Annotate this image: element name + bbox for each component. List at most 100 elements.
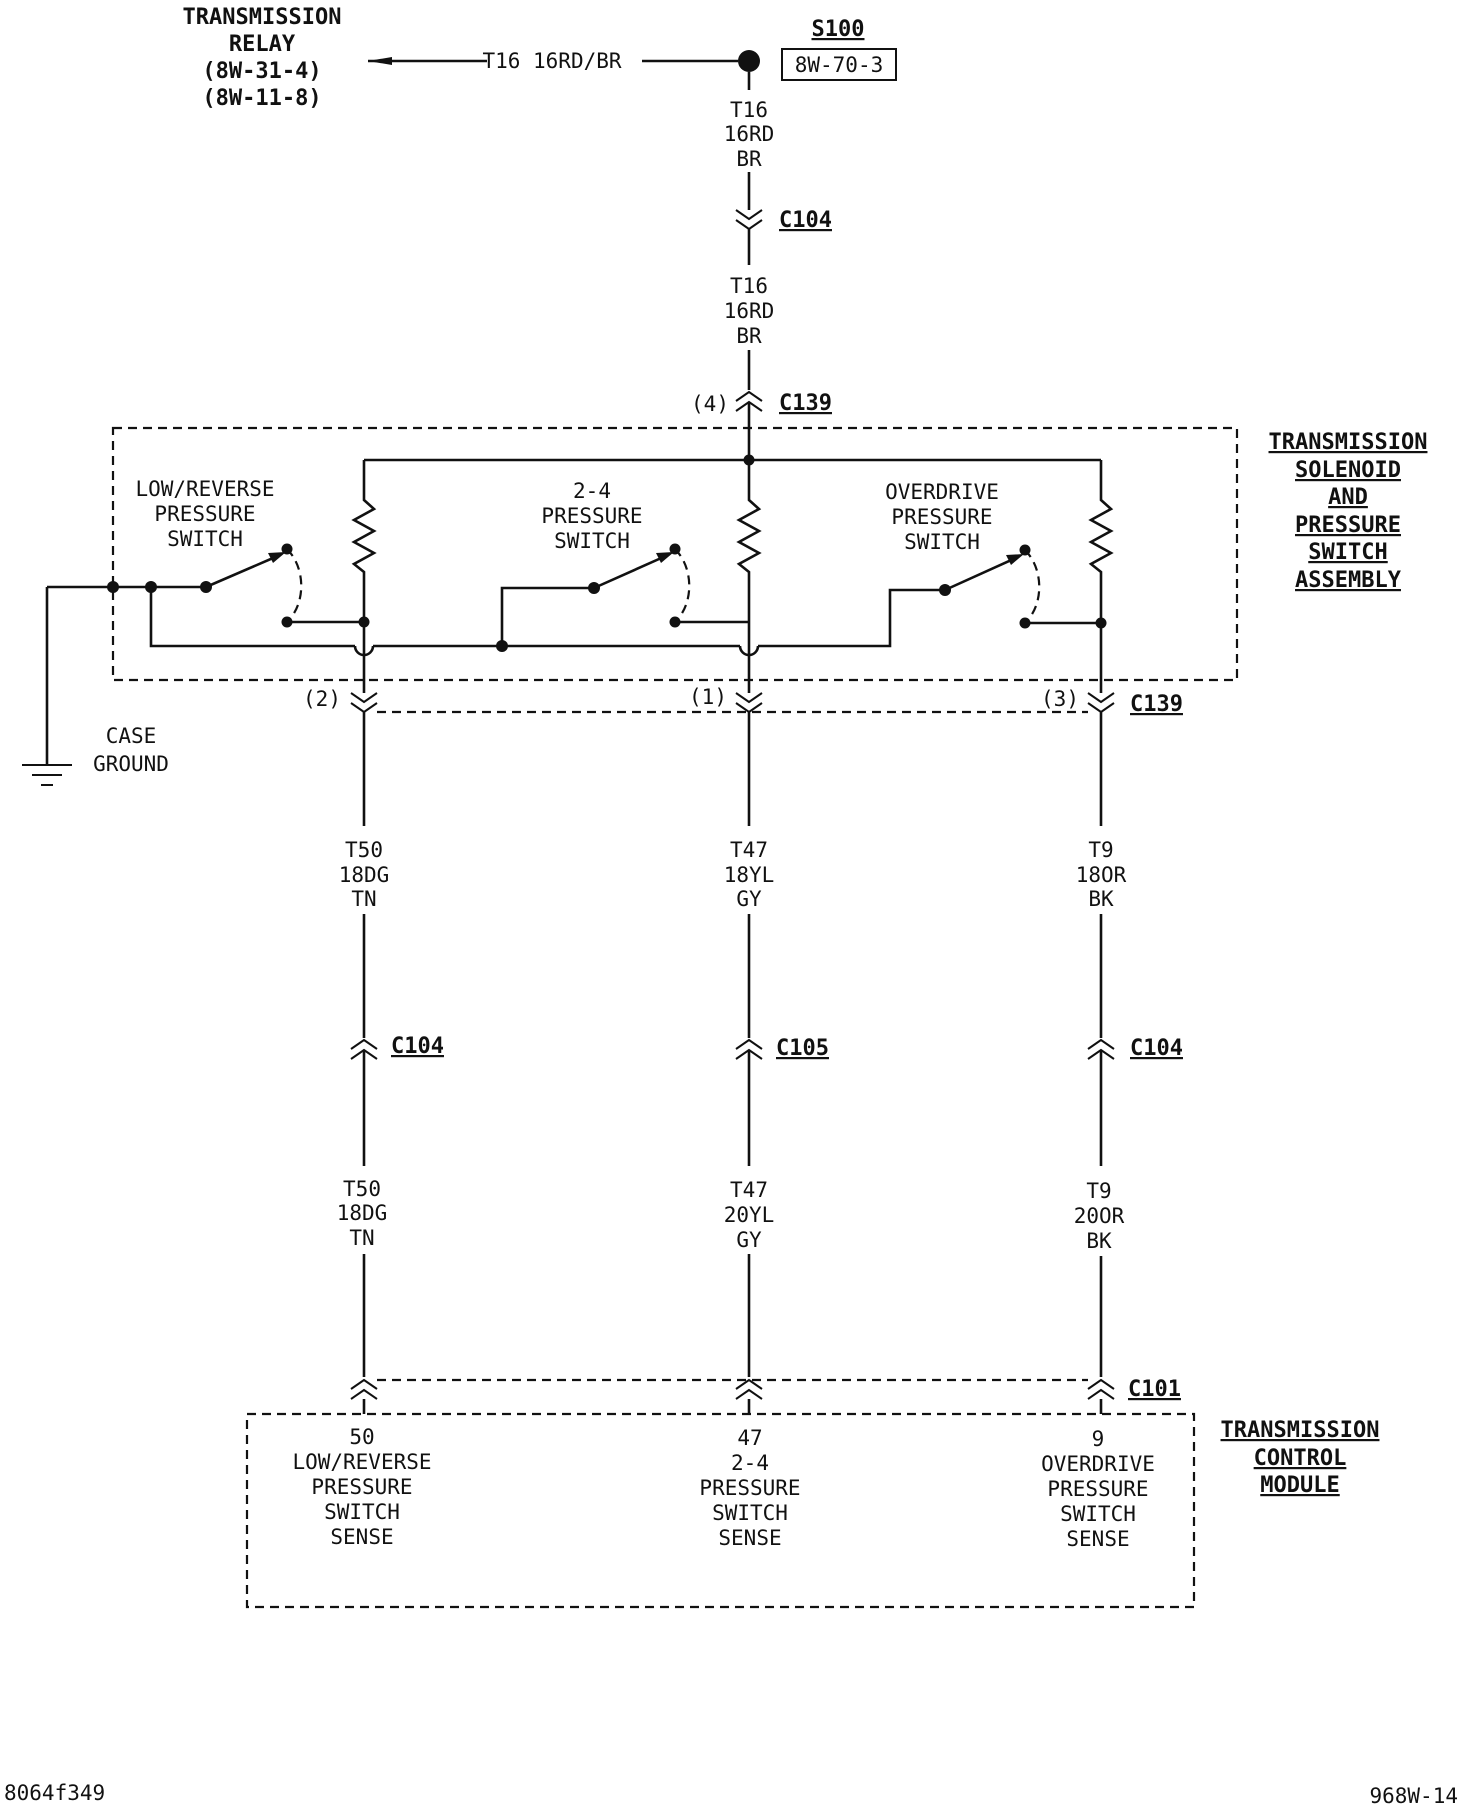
c139-left-icon xyxy=(350,692,378,714)
c139-pin-right: (3) xyxy=(1041,687,1079,711)
upper-wire-right-1: T9 xyxy=(1088,838,1113,862)
resistor-left xyxy=(351,460,377,622)
module-pin-right-line1: OVERDRIVE xyxy=(1041,1452,1155,1476)
module-pin-right-line2: PRESSURE xyxy=(1047,1477,1148,1501)
assembly-title-line3: AND xyxy=(1328,485,1368,510)
module-pin-mid-line4: SENSE xyxy=(718,1526,781,1550)
module-title-line2: CONTROL xyxy=(1254,1446,1347,1471)
switch-mid-label-1: 2-4 xyxy=(573,479,611,503)
module-pin-right-line4: SENSE xyxy=(1066,1527,1129,1551)
mid-switch-feed xyxy=(500,586,594,646)
module-pin-left-line2: PRESSURE xyxy=(311,1475,412,1499)
module-pin-left: 50 xyxy=(349,1425,374,1449)
module-pin-left-line1: LOW/REVERSE xyxy=(292,1450,431,1474)
splice-name: S100 xyxy=(812,17,865,42)
splice-ref-box xyxy=(781,48,897,81)
switch-right-link xyxy=(1024,549,1041,624)
module-pin-mid-line3: SWITCH xyxy=(712,1501,788,1525)
upper-wire-mid-2: 18YL xyxy=(724,863,775,887)
switch-right-arrow-icon xyxy=(1006,554,1024,565)
lower-wire-right-3: BK xyxy=(1086,1229,1112,1253)
relay-title-line1: TRANSMISSION xyxy=(183,5,342,30)
lower-wire-mid-1: T47 xyxy=(730,1178,768,1202)
switch-left-label-1: LOW/REVERSE xyxy=(135,477,274,501)
switch-mid-label-3: SWITCH xyxy=(554,529,630,553)
switch-mid-label-2: PRESSURE xyxy=(541,504,642,528)
connector-c104-top-icon xyxy=(735,209,763,231)
relay-wire-label: T16 16RD/BR xyxy=(482,49,621,73)
mid-connector-left: C104 xyxy=(391,1034,444,1059)
connector-c101: C101 xyxy=(1128,1377,1181,1402)
upper-wire-right-3: BK xyxy=(1088,887,1114,911)
module-boundary xyxy=(245,1412,1196,1609)
module-pin-right-line3: SWITCH xyxy=(1060,1502,1136,1526)
t16b-line3: BR xyxy=(736,324,762,348)
module-pin-mid-line1: 2-4 xyxy=(731,1451,769,1475)
switch-right-label-1: OVERDRIVE xyxy=(885,480,999,504)
ground-bus xyxy=(149,587,945,648)
module-pin-left-line4: SENSE xyxy=(330,1525,393,1549)
switch-left-arrow-icon xyxy=(268,552,286,563)
lower-wire-right-2: 20OR xyxy=(1074,1204,1125,1228)
switch-left-label-3: SWITCH xyxy=(167,527,243,551)
c101-right-icon xyxy=(1087,1378,1115,1400)
footer-left: 8064f349 xyxy=(4,1781,105,1805)
switch-right-label-3: SWITCH xyxy=(904,530,980,554)
connector-c139-top: C139 xyxy=(779,391,832,416)
module-title-line1: TRANSMISSION xyxy=(1221,1418,1380,1443)
c139-mid-icon xyxy=(735,692,763,714)
upper-wire-left-2: 18DG xyxy=(339,863,390,887)
module-pin-right: 9 xyxy=(1092,1427,1105,1451)
assembly-title-line2: SOLENOID xyxy=(1295,458,1401,483)
assembly-title-line4: PRESSURE xyxy=(1295,513,1401,538)
lower-wire-mid-3: GY xyxy=(736,1228,762,1252)
assembly-title-line6: ASSEMBLY xyxy=(1295,568,1402,593)
module-title-line3: MODULE xyxy=(1260,1473,1339,1498)
resistor-right xyxy=(1088,460,1114,623)
ground-label-1: CASE xyxy=(106,724,157,748)
ground-label-2: GROUND xyxy=(93,752,169,776)
switch-left-link xyxy=(286,548,303,623)
connector-c104-top: C104 xyxy=(779,208,832,233)
t16b-line2: 16RD xyxy=(724,299,775,323)
module-pin-mid: 47 xyxy=(737,1426,762,1450)
mid-connector-right: C104 xyxy=(1130,1036,1183,1061)
mid-connector-mid: C105 xyxy=(776,1036,829,1061)
upper-wire-mid-1: T47 xyxy=(730,838,768,862)
switch-left-label-2: PRESSURE xyxy=(154,502,255,526)
t16a-line2: 16RD xyxy=(724,122,775,146)
switch-mid-link xyxy=(674,548,691,623)
switch-right-blade xyxy=(944,555,1019,592)
relay-title-line2: RELAY xyxy=(229,32,296,57)
upper-wire-left-3: TN xyxy=(351,887,376,911)
ground-junction-boundary xyxy=(107,581,119,593)
switch-mid-arrow-icon xyxy=(656,552,674,563)
upper-wire-left-1: T50 xyxy=(345,838,383,862)
relay-ref-2: (8W-11-8) xyxy=(202,86,321,111)
ground-junction-mid xyxy=(496,640,508,652)
c101-left-icon xyxy=(350,1378,378,1400)
c139-pin-mid: (1) xyxy=(689,685,727,709)
upper-wire-right-2: 18OR xyxy=(1076,863,1127,887)
upper-wire-mid-3: GY xyxy=(736,887,762,911)
assembly-boundary xyxy=(111,426,1239,682)
c139-top-pin: (4) xyxy=(691,392,729,416)
resistor-middle xyxy=(736,460,762,640)
lower-wire-left-3: TN xyxy=(349,1226,374,1250)
c101-mid-icon xyxy=(735,1378,763,1400)
c139-pin-left: (2) xyxy=(303,687,341,711)
lower-wire-mid-2: 20YL xyxy=(724,1203,775,1227)
lower-wire-left-1: T50 xyxy=(343,1177,381,1201)
module-pin-mid-line2: PRESSURE xyxy=(699,1476,800,1500)
switch-right-label-2: PRESSURE xyxy=(891,505,992,529)
module-pin-left-line3: SWITCH xyxy=(324,1500,400,1524)
lower-wire-left-2: 18DG xyxy=(337,1201,388,1225)
switch-mid-blade xyxy=(593,553,669,590)
switch-left-blade xyxy=(205,553,281,589)
footer-right: 968W-14 xyxy=(1369,1784,1458,1808)
assembly-title-line1: TRANSMISSION xyxy=(1269,430,1428,455)
c139-right-icon xyxy=(1087,692,1115,714)
t16a-line3: BR xyxy=(736,147,762,171)
lower-wire-right-1: T9 xyxy=(1086,1179,1111,1203)
